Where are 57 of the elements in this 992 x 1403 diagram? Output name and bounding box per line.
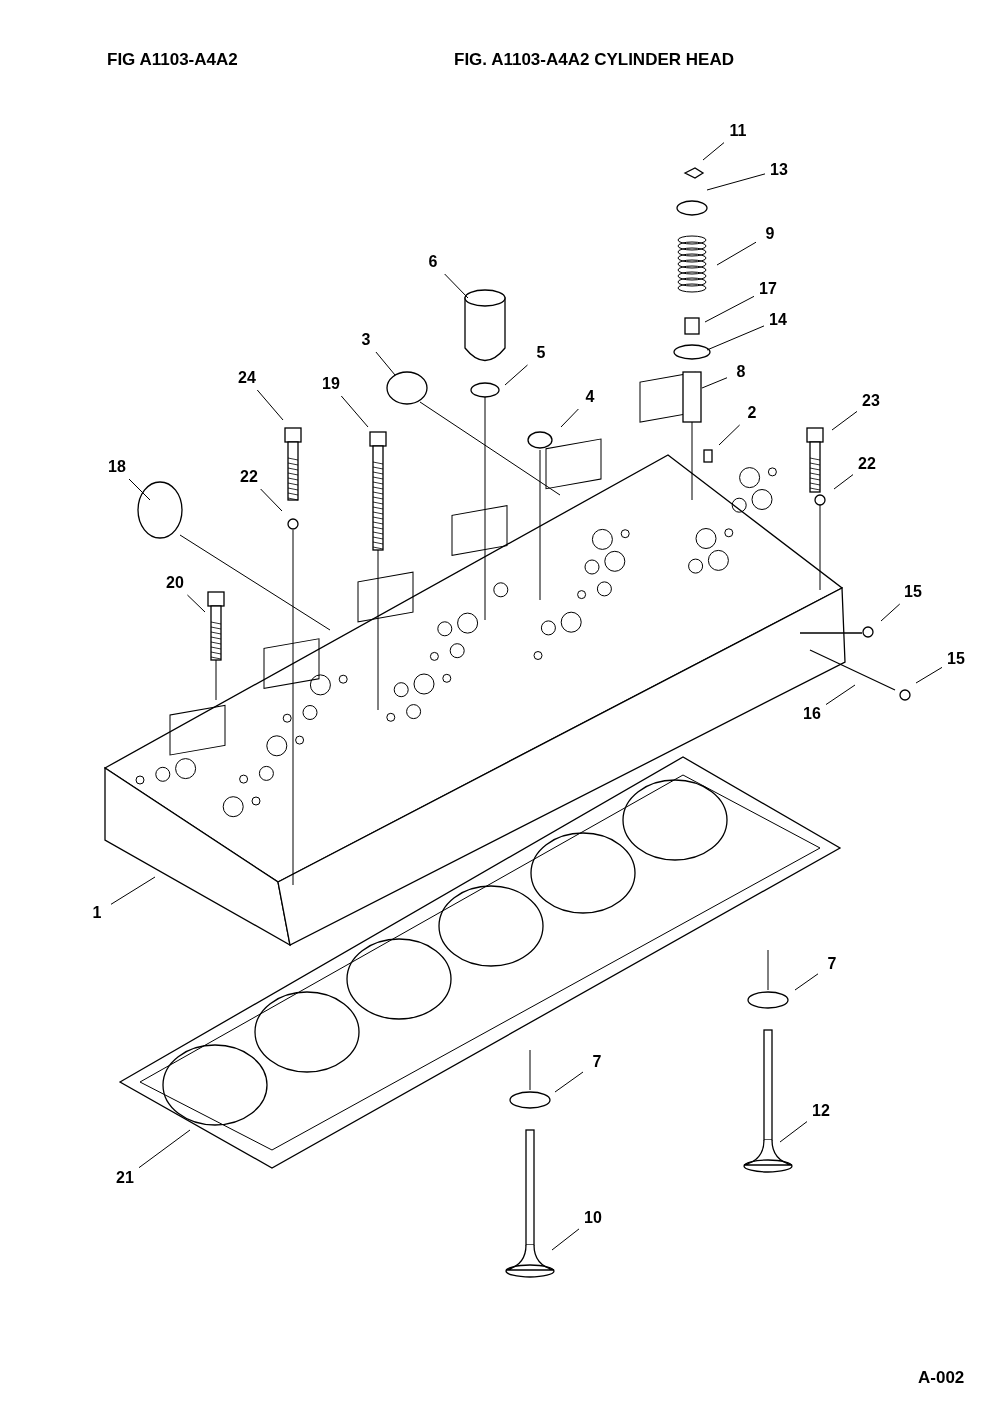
- callout-number: 13: [770, 161, 788, 179]
- callout-number: 4: [585, 388, 595, 406]
- callout-number: 11: [729, 122, 747, 140]
- leader-line: [504, 364, 528, 386]
- page-number: A-002: [918, 1368, 965, 1388]
- callout-number: 20: [166, 574, 184, 592]
- callout-number: 9: [765, 225, 775, 243]
- leader-line: [340, 395, 369, 428]
- callout-number: 15: [904, 583, 922, 601]
- callout-number: 22: [858, 455, 876, 473]
- figure-number: FIG A1103-A4A2: [107, 50, 238, 70]
- leader-line: [551, 1228, 580, 1251]
- callout-number: 14: [769, 311, 787, 329]
- callout-number: 2: [747, 404, 757, 422]
- leader-line: [701, 377, 728, 389]
- leader-line: [706, 325, 765, 351]
- leader-line: [833, 474, 854, 490]
- leader-line: [880, 603, 901, 622]
- leader-line: [128, 478, 151, 501]
- leader-line: [444, 273, 469, 299]
- leader-line: [260, 488, 283, 512]
- callout-number: 3: [361, 331, 371, 349]
- leader-line: [915, 666, 943, 684]
- callout-number: 16: [803, 705, 821, 723]
- leader-line: [702, 142, 725, 161]
- callout-number: 19: [322, 375, 340, 393]
- leader-line: [825, 684, 856, 706]
- callout-number: 21: [116, 1169, 134, 1187]
- leader-line: [779, 1121, 808, 1143]
- callout-number: 12: [812, 1102, 830, 1120]
- callout-number: 24: [238, 369, 256, 387]
- leader-line: [716, 241, 757, 266]
- callout-number: 17: [759, 280, 777, 298]
- leader-line: [706, 173, 766, 191]
- callout-number: 10: [584, 1209, 602, 1227]
- leader-line: [718, 424, 741, 446]
- leader-line: [186, 594, 206, 613]
- callout-number: 5: [536, 344, 546, 362]
- callout-number: 15: [947, 650, 965, 668]
- leader-line: [256, 389, 284, 421]
- callout-number: 7: [827, 955, 837, 973]
- leader-line: [375, 351, 396, 376]
- leader-line: [554, 1071, 584, 1093]
- leader-line: [794, 973, 819, 991]
- leader-line: [138, 1129, 191, 1169]
- callout-number: 7: [592, 1053, 602, 1071]
- leader-line: [110, 876, 156, 905]
- callout-number: 22: [240, 468, 258, 486]
- leader-line: [704, 295, 755, 323]
- callout-number: 18: [108, 458, 126, 476]
- callout-number: 23: [862, 392, 880, 410]
- callout-number: 6: [428, 253, 438, 271]
- leader-line: [831, 410, 858, 431]
- callout-number: 8: [736, 363, 746, 381]
- callout-number: 1: [92, 904, 102, 922]
- figure-title: FIG. A1103-A4A2 CYLINDER HEAD: [454, 50, 734, 70]
- leader-line: [560, 408, 579, 428]
